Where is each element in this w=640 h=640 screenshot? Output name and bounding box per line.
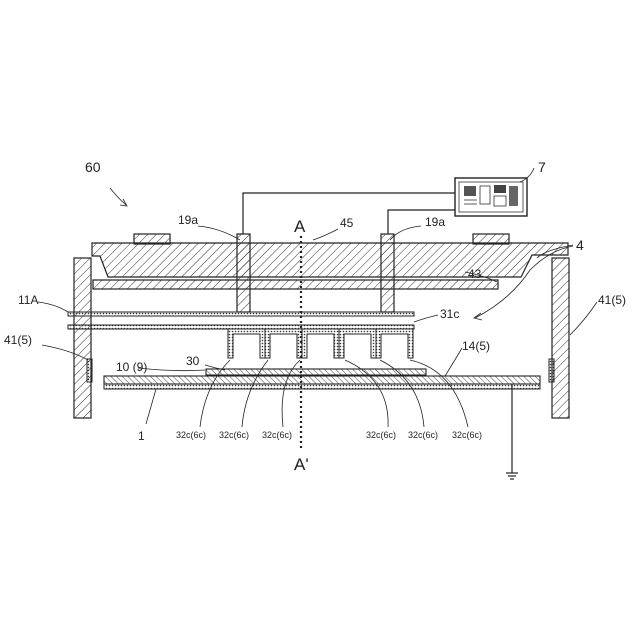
label-10: 10 (9) <box>116 360 147 374</box>
substrate-10 <box>104 376 540 384</box>
label-32c-5: 32c(6c) <box>408 430 438 440</box>
plate-43 <box>93 280 498 289</box>
controller-box <box>455 178 527 216</box>
label-1: 1 <box>138 429 145 443</box>
label-43: 43 <box>468 267 482 281</box>
label-32c-2: 32c(6c) <box>219 430 249 440</box>
ground-symbol <box>506 384 518 479</box>
rod-19a-right <box>381 234 394 312</box>
section-label-bottom: A' <box>294 455 309 474</box>
label-41-left: 41(5) <box>4 333 32 347</box>
label-41-right: 41(5) <box>598 293 626 307</box>
plate-30 <box>206 369 426 375</box>
plate-31c <box>68 312 414 316</box>
top-plate <box>92 243 568 277</box>
rod-19a-left <box>237 234 250 312</box>
label-31c: 31c <box>440 307 459 321</box>
plate-11A <box>68 325 414 329</box>
label-32c-6: 32c(6c) <box>452 430 482 440</box>
base-1 <box>104 384 540 389</box>
label-60: 60 <box>85 159 101 175</box>
top-block-left <box>134 234 170 244</box>
label-30: 30 <box>186 354 200 368</box>
label-19a-left: 19a <box>178 213 198 227</box>
side-insert-left <box>87 359 92 382</box>
side-wall-right <box>552 258 569 418</box>
label-7: 7 <box>538 159 546 175</box>
label-32c-4: 32c(6c) <box>366 430 396 440</box>
label-19a-right: 19a <box>425 215 445 229</box>
top-block-right <box>473 234 509 244</box>
label-45: 45 <box>340 216 354 230</box>
label-11A: 11A <box>18 293 38 307</box>
side-insert-right <box>549 359 554 382</box>
side-wall-left <box>74 258 91 418</box>
section-label-top: A <box>294 217 306 236</box>
label-4: 4 <box>576 237 584 253</box>
label-32c-1: 32c(6c) <box>176 430 206 440</box>
label-14: 14(5) <box>462 339 490 353</box>
electrode-fingers <box>228 329 413 358</box>
label-32c-3: 32c(6c) <box>262 430 292 440</box>
